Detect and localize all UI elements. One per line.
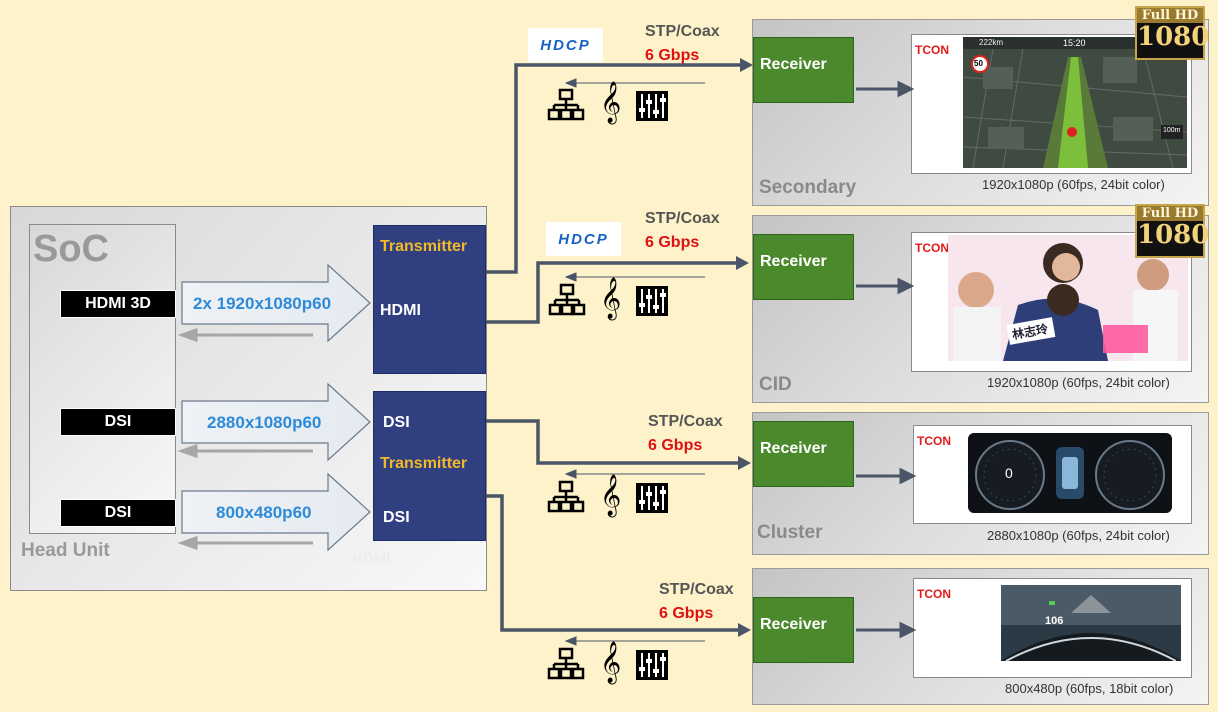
hud-speed: 106 <box>1045 615 1064 627</box>
cluster-screen: 0 <box>968 433 1172 513</box>
equalizer-icon <box>636 483 668 513</box>
video-screen: 林志玲 <box>948 235 1188 361</box>
tcon-label-2: TCON <box>915 241 949 255</box>
music-note-icon: 𝄞 <box>600 82 622 123</box>
transmitter-faded-hdmi: HDMI <box>352 550 391 567</box>
transmitter-dsi <box>373 391 486 541</box>
soc-box <box>29 224 176 534</box>
cable-4-arrowhead <box>738 623 751 637</box>
music-note-icon: 𝄞 <box>600 278 622 319</box>
network-icon <box>548 283 586 316</box>
link-rate-4: 6 Gbps <box>659 605 714 622</box>
full-hd-badge-2-bottom: 1080 <box>1137 220 1210 250</box>
input-arrow-3 <box>181 472 371 552</box>
input-resolution-2: 2880x1080p60 <box>207 413 322 432</box>
cable-2-arrowhead <box>736 256 749 270</box>
input-arrow-2 <box>181 382 371 462</box>
receiver-1: Receiver <box>753 37 854 103</box>
input-resolution-3: 800x480p60 <box>216 503 312 522</box>
display-resolution-3: 2880x1080p (60fps, 24bit color) <box>987 528 1170 543</box>
display-name-cid: CID <box>759 374 792 395</box>
transmitter-dsi-port-1: DSI <box>383 414 410 431</box>
tcon-label-1: TCON <box>915 43 949 57</box>
input-label-dsi-2: DSI <box>60 499 176 527</box>
display-resolution-4: 800x480p (60fps, 18bit color) <box>1005 681 1174 696</box>
receiver-4: Receiver <box>753 597 854 663</box>
navigation-map-screen: 222km 15:20 50 100m <box>963 37 1187 168</box>
network-icon <box>547 647 585 680</box>
full-hd-badge-1-bottom: 1080 <box>1137 22 1210 52</box>
full-hd-badge-2-top: Full HD <box>1137 206 1203 221</box>
cable-1 <box>486 63 742 274</box>
display-resolution-1: 1920x1080p (60fps, 24bit color) <box>982 177 1165 192</box>
cable-3 <box>486 419 740 465</box>
equalizer-icon <box>636 650 668 680</box>
cable-3-arrowhead <box>738 456 751 470</box>
music-note-icon: 𝄞 <box>600 475 622 516</box>
full-hd-badge-2: Full HD 1080 <box>1135 204 1210 258</box>
network-icon <box>547 480 585 513</box>
transmitter-dsi-port-2: DSI <box>383 509 410 526</box>
full-hd-badge-1: Full HD 1080 <box>1135 6 1210 60</box>
network-icon <box>547 88 585 121</box>
music-note-icon: 𝄞 <box>600 642 622 683</box>
full-hd-badge-1-top: Full HD <box>1137 8 1203 23</box>
link-cable-4: STP/Coax <box>659 581 734 598</box>
transmitter-hdmi <box>373 225 486 374</box>
tcon-label-4: TCON <box>917 587 951 601</box>
cable-2 <box>486 261 738 324</box>
link-rate-1: 6 Gbps <box>645 47 700 64</box>
input-arrow-1 <box>181 263 371 343</box>
soc-title: SoC <box>33 228 109 270</box>
cluster-speed: 0 <box>1005 465 1013 481</box>
link-cable-2: STP/Coax <box>645 210 720 227</box>
hdcp-logo-1: HDCP <box>528 28 603 62</box>
input-resolution-1: 2x 1920x1080p60 <box>193 294 332 313</box>
hud-screen: 106 <box>1001 585 1181 661</box>
transmitter-hdmi-port: HDMI <box>380 302 421 319</box>
display-name-cluster: Cluster <box>757 522 823 543</box>
map-time: 15:20 <box>1063 38 1086 48</box>
link-rate-3: 6 Gbps <box>648 437 703 454</box>
link-rate-2: 6 Gbps <box>645 234 700 251</box>
input-label-hdmi3d: HDMI 3D <box>60 290 176 318</box>
transmitter-hdmi-label: Transmitter <box>380 238 468 255</box>
map-distance: 222km <box>979 38 1004 47</box>
equalizer-icon <box>636 286 668 316</box>
input-label-dsi-1: DSI <box>60 408 176 436</box>
tcon-label-3: TCON <box>917 434 951 448</box>
equalizer-icon <box>636 91 668 121</box>
link-cable-1: STP/Coax <box>645 23 720 40</box>
cable-4 <box>486 494 740 632</box>
hdcp-logo-2: HDCP <box>546 222 621 256</box>
map-scale: 100m <box>1163 127 1181 134</box>
display-name-secondary: Secondary <box>759 177 857 198</box>
transmitter-dsi-label: Transmitter <box>380 455 468 472</box>
cable-1-arrowhead <box>740 58 753 72</box>
display-resolution-2: 1920x1080p (60fps, 24bit color) <box>987 375 1170 390</box>
map-speed-limit: 50 <box>974 59 983 68</box>
link-cable-3: STP/Coax <box>648 413 723 430</box>
receiver-2: Receiver <box>753 234 854 300</box>
receiver-3: Receiver <box>753 421 854 487</box>
head-unit-label: Head Unit <box>21 540 110 561</box>
